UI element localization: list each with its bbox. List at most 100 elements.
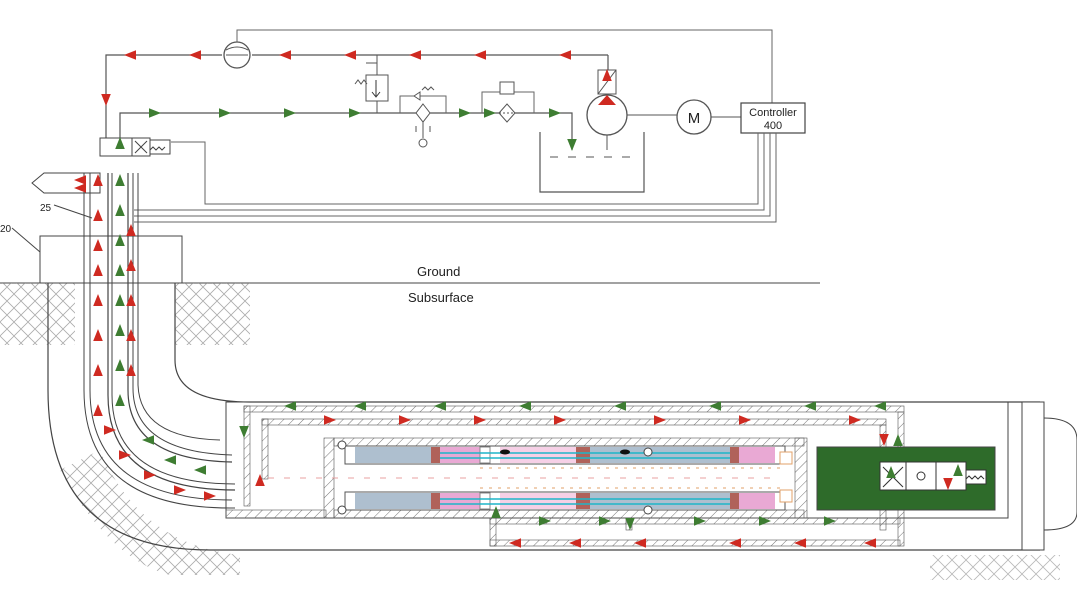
annulus-flow-arrow bbox=[174, 485, 186, 495]
tool-flow-arrow bbox=[794, 538, 806, 548]
supply-flow-arrow bbox=[459, 108, 471, 118]
tool-flow-arrow bbox=[634, 538, 646, 548]
valve-flow-arrow bbox=[943, 478, 953, 490]
ref-25: 25 bbox=[40, 203, 52, 214]
tool-flow-arrow bbox=[849, 415, 861, 425]
piston-pink-upper-3 bbox=[739, 447, 775, 463]
controller-box bbox=[740, 102, 806, 134]
subsurface-label: Subsurface bbox=[408, 290, 474, 305]
ref-20: 20 bbox=[0, 224, 12, 235]
return-flow-arrow bbox=[409, 50, 421, 60]
outlet-flow-arrow bbox=[74, 183, 86, 193]
supply-flow-arrow bbox=[484, 108, 496, 118]
tubing-flow-arrow bbox=[115, 204, 125, 216]
annulus-flow-arrow bbox=[93, 329, 103, 341]
tool-flow-arrow bbox=[654, 415, 666, 425]
tool-flow-arrow bbox=[554, 415, 566, 425]
annulus-flow-arrow bbox=[126, 294, 136, 306]
annulus-flow-arrow bbox=[126, 224, 136, 236]
annulus-flow-arrow bbox=[93, 364, 103, 376]
soil-right bbox=[930, 555, 1060, 580]
piston-blue-upper-1 bbox=[355, 447, 431, 463]
small-valve-1 bbox=[337, 440, 347, 450]
tubing-flow-arrow bbox=[194, 465, 206, 475]
return-flow-arrow bbox=[101, 94, 111, 106]
wellhead-cellar bbox=[39, 235, 183, 284]
controller-number: 400 bbox=[764, 120, 782, 132]
supply-flow-arrow bbox=[115, 137, 125, 149]
supply-line bbox=[119, 112, 573, 150]
tool-flow-arrow bbox=[804, 401, 816, 411]
tubing-flow-arrow bbox=[115, 174, 125, 186]
tool-flow-arrow bbox=[625, 518, 635, 530]
tool-flow-arrow bbox=[614, 401, 626, 411]
tubing-flow-arrow bbox=[115, 359, 125, 371]
annulus-flow-arrow bbox=[93, 294, 103, 306]
tool-flow-arrow bbox=[874, 401, 886, 411]
annulus-flow-arrow bbox=[144, 470, 156, 480]
tool-flow-arrow bbox=[284, 401, 296, 411]
soil-bottom bbox=[60, 450, 240, 575]
piston-pink-lower-3 bbox=[739, 493, 775, 509]
tubing-flow-arrow bbox=[115, 264, 125, 276]
piston-pink-upper-2 bbox=[500, 447, 576, 463]
tool-flow-arrow bbox=[255, 474, 265, 486]
piston-blue-lower-1 bbox=[355, 493, 431, 509]
gauge-signal-line bbox=[236, 29, 773, 103]
return-flow-arrow bbox=[344, 50, 356, 60]
supply-flow-arrow bbox=[219, 108, 231, 118]
valve-flow-arrow bbox=[953, 464, 963, 476]
tubing-flow-arrow bbox=[164, 455, 176, 465]
annulus-flow-arrow bbox=[126, 364, 136, 376]
check-valve-icon bbox=[413, 91, 421, 101]
tool-flow-arrow bbox=[474, 415, 486, 425]
relief-valve-icon bbox=[365, 74, 389, 102]
annulus-flow-arrow bbox=[126, 259, 136, 271]
annulus-flow-arrow bbox=[93, 264, 103, 276]
tool-flow-arrow bbox=[694, 516, 706, 526]
annulus-flow-arrow bbox=[93, 404, 103, 416]
annulus-flow-arrow bbox=[119, 450, 131, 460]
tool-flow-arrow bbox=[539, 516, 551, 526]
ground-label: Ground bbox=[417, 264, 460, 279]
surface-circuit: M Controller 400 bbox=[99, 29, 806, 223]
filter-icon bbox=[415, 103, 431, 123]
tool-flow-arrow bbox=[893, 434, 903, 446]
borehole-wall bbox=[47, 283, 1040, 551]
reservoir-tank bbox=[539, 132, 645, 193]
tool-flow-arrow bbox=[824, 516, 836, 526]
tool-flow-arrow bbox=[569, 538, 581, 548]
tool-flow-arrow bbox=[354, 401, 366, 411]
tubing-flow-arrow bbox=[142, 435, 154, 445]
tool-flow-arrow bbox=[759, 516, 771, 526]
return-flow-arrow bbox=[279, 50, 291, 60]
supply-flow-arrow bbox=[549, 108, 561, 118]
tool-flow-arrow bbox=[324, 415, 336, 425]
tubing-flow-arrow bbox=[115, 324, 125, 336]
outlet-flow-arrow bbox=[74, 175, 86, 185]
small-valve-2 bbox=[337, 505, 347, 515]
tool-flow-arrow bbox=[739, 415, 751, 425]
tool-flow-arrow bbox=[879, 434, 889, 446]
tool-flow-arrow bbox=[491, 506, 501, 518]
flow-arrows bbox=[74, 50, 963, 548]
annulus-flow-arrow bbox=[93, 239, 103, 251]
tubing-flow-arrow bbox=[115, 234, 125, 246]
wellbore bbox=[47, 173, 1077, 551]
annulus-flow-arrow bbox=[126, 329, 136, 341]
piston-blue-lower-2 bbox=[590, 493, 730, 509]
return-flow-arrow bbox=[559, 50, 571, 60]
supply-flow-arrow bbox=[567, 139, 577, 151]
return-flow-arrow bbox=[602, 69, 612, 81]
casing-end bbox=[1021, 401, 1045, 551]
downhole-tool bbox=[225, 401, 1009, 547]
tool-flow-arrow bbox=[519, 401, 531, 411]
tool-flow-arrow bbox=[434, 401, 446, 411]
tubing-flow-arrow bbox=[115, 394, 125, 406]
tool-flow-arrow bbox=[239, 426, 249, 438]
supply-flow-arrow bbox=[149, 108, 161, 118]
tool-flow-arrow bbox=[599, 516, 611, 526]
controller-label: Controller bbox=[749, 107, 797, 119]
tool-flow-arrow bbox=[709, 401, 721, 411]
